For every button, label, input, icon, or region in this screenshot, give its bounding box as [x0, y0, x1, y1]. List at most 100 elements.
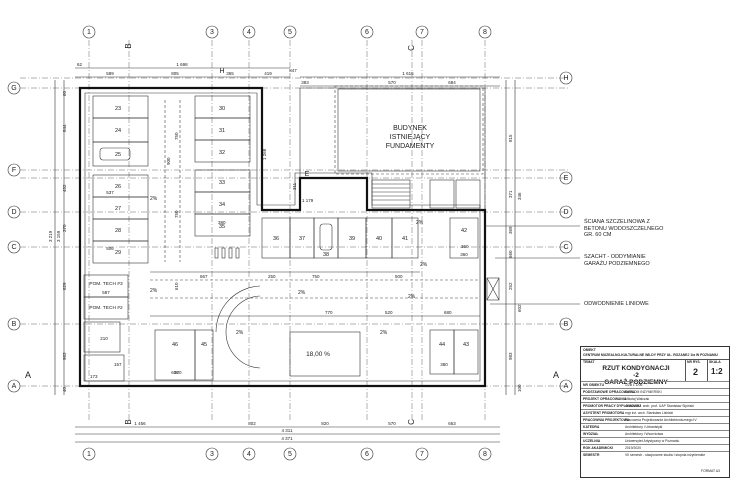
svg-text:2%: 2%: [150, 288, 158, 294]
svg-text:8: 8: [483, 451, 487, 458]
svg-text:2%: 2%: [420, 262, 428, 268]
building-label-3: FUNDAMENTY: [386, 143, 435, 150]
space-28: 28: [115, 228, 121, 234]
grid-lines-vertical: [88, 40, 486, 420]
svg-text:520: 520: [385, 310, 393, 315]
svg-text:610: 610: [174, 282, 179, 290]
svg-text:311: 311: [292, 182, 297, 190]
svg-text:419: 419: [264, 71, 272, 76]
svg-text:4 311: 4 311: [282, 428, 293, 433]
svg-text:F: F: [12, 167, 16, 174]
axis-bubbles-bottom: 1 3 4 5 6 7 8 B C: [82, 419, 492, 461]
svg-text:900: 900: [166, 157, 171, 165]
tech-room-2-label: POM. TECH #2: [89, 305, 123, 311]
svg-text:2%: 2%: [298, 290, 306, 296]
axis-h-left: H: [219, 68, 224, 75]
axis-top-8: 8: [483, 29, 487, 36]
svg-text:750: 750: [174, 132, 179, 140]
space-32: 32: [219, 150, 225, 156]
svg-text:802: 802: [248, 421, 256, 426]
sheet-title: RZUT KONDYGNACJI -2 GARAŻ PODZIEMNY: [602, 365, 670, 386]
technical-rooms: POM. TECH #3 587 POM. TECH #2 210 157 17…: [83, 274, 129, 382]
space-23: 23: [115, 106, 121, 112]
project-name: CENTRUM MUZEALNO-KULTURALNE WILDY PRZY U…: [583, 353, 718, 357]
space-46: 46: [172, 342, 178, 348]
svg-text:C: C: [563, 244, 568, 251]
svg-text:60: 60: [62, 90, 67, 96]
parking-row-d: 36 37 38 39 40 41 42 360: [261, 217, 479, 259]
svg-text:602: 602: [517, 304, 522, 312]
space-38: 38: [323, 252, 329, 258]
svg-text:680: 680: [444, 310, 452, 315]
svg-text:H: H: [563, 75, 568, 82]
svg-text:2%: 2%: [150, 196, 158, 202]
space-26: 26: [115, 184, 121, 190]
svg-text:D: D: [11, 209, 16, 216]
dimensions-left: 60 844 452 370 829 3 219 3 159 983 40: [48, 80, 67, 395]
space-25: 25: [115, 152, 121, 158]
section-mark-c-top: C: [407, 45, 416, 51]
axis-bubbles-right: H E D C B A A E: [305, 71, 573, 393]
dimensions-top: 62 1 698 589 805 365 419 847 383 1 615 5…: [75, 62, 500, 87]
parking-left-column: 23 24 25 26 27 28 29 537 506: [92, 95, 149, 264]
axis-top-5: 5: [288, 29, 292, 36]
svg-text:847: 847: [289, 68, 297, 73]
space-35: 35: [219, 224, 225, 230]
space-24: 24: [115, 128, 121, 134]
svg-text:7: 7: [420, 451, 424, 458]
svg-text:500: 500: [395, 274, 403, 279]
space-43: 43: [463, 342, 469, 348]
building-label-2: ISTNIEJĄCY: [390, 134, 431, 141]
svg-text:5: 5: [288, 451, 292, 458]
svg-text:815: 815: [508, 134, 513, 142]
svg-text:B: B: [12, 321, 17, 328]
tech-room-3-label: POM. TECH #3: [89, 281, 123, 287]
paper-format: FORMAT A3: [701, 469, 720, 473]
svg-text:750: 750: [174, 210, 179, 218]
svg-text:589: 589: [106, 71, 114, 76]
sheet-scale: 1:2: [711, 367, 723, 376]
svg-text:210: 210: [100, 336, 108, 341]
space-37: 37: [299, 236, 305, 242]
svg-text:660: 660: [508, 250, 513, 258]
svg-text:606: 606: [171, 370, 179, 375]
svg-text:452: 452: [62, 184, 67, 192]
svg-text:2%: 2%: [408, 294, 416, 300]
outer-walls: [78, 86, 487, 388]
svg-text:684: 684: [448, 80, 456, 85]
note-smoke-shaft: SZACHT - ODDYMIANIE GARAŻU PODZIEMNEGO: [584, 254, 650, 267]
space-39: 39: [349, 236, 355, 242]
svg-text:2%: 2%: [416, 220, 424, 226]
axis-e-inner: E: [305, 171, 310, 178]
svg-text:380: 380: [440, 362, 448, 367]
svg-text:380: 380: [218, 220, 226, 225]
space-33: 33: [219, 180, 225, 186]
svg-text:383: 383: [301, 80, 309, 85]
svg-text:537: 537: [106, 190, 114, 195]
note-diaphragm-wall: ŚCIANA SZCZELINOWA Z BETONU WODOSZCZELNE…: [584, 219, 664, 238]
space-45: 45: [201, 342, 207, 348]
svg-text:B: B: [124, 419, 133, 424]
svg-text:360: 360: [461, 244, 469, 249]
title-block: OBIEKT CENTRUM MUZEALNO-KULTURALNE WILDY…: [580, 346, 730, 478]
space-42: 42: [461, 228, 467, 234]
ramp: 18,00 %: [215, 285, 361, 377]
svg-text:C: C: [11, 244, 16, 251]
parking-bottom: 43 44 45 46 606 380: [154, 329, 479, 381]
svg-text:D: D: [563, 209, 568, 216]
smoke-shaft: [486, 277, 500, 301]
svg-text:3: 3: [210, 451, 214, 458]
svg-text:360: 360: [460, 252, 468, 257]
svg-text:1 698: 1 698: [176, 62, 188, 67]
dimensions-right: 815 371 346 369 660 252 602 983 100: [505, 80, 522, 395]
existing-building: BUDYNEK ISTNIEJĄCY FUNDAMENTY: [334, 85, 484, 175]
space-31: 31: [219, 128, 225, 134]
svg-text:371: 371: [508, 190, 513, 198]
ramp-slope: 18,00 %: [306, 351, 330, 358]
space-27: 27: [115, 206, 121, 212]
svg-text:3 219: 3 219: [48, 230, 53, 242]
svg-text:E: E: [564, 175, 569, 182]
axis-top-1: 1: [87, 29, 91, 36]
axis-top-6: 6: [365, 29, 369, 36]
